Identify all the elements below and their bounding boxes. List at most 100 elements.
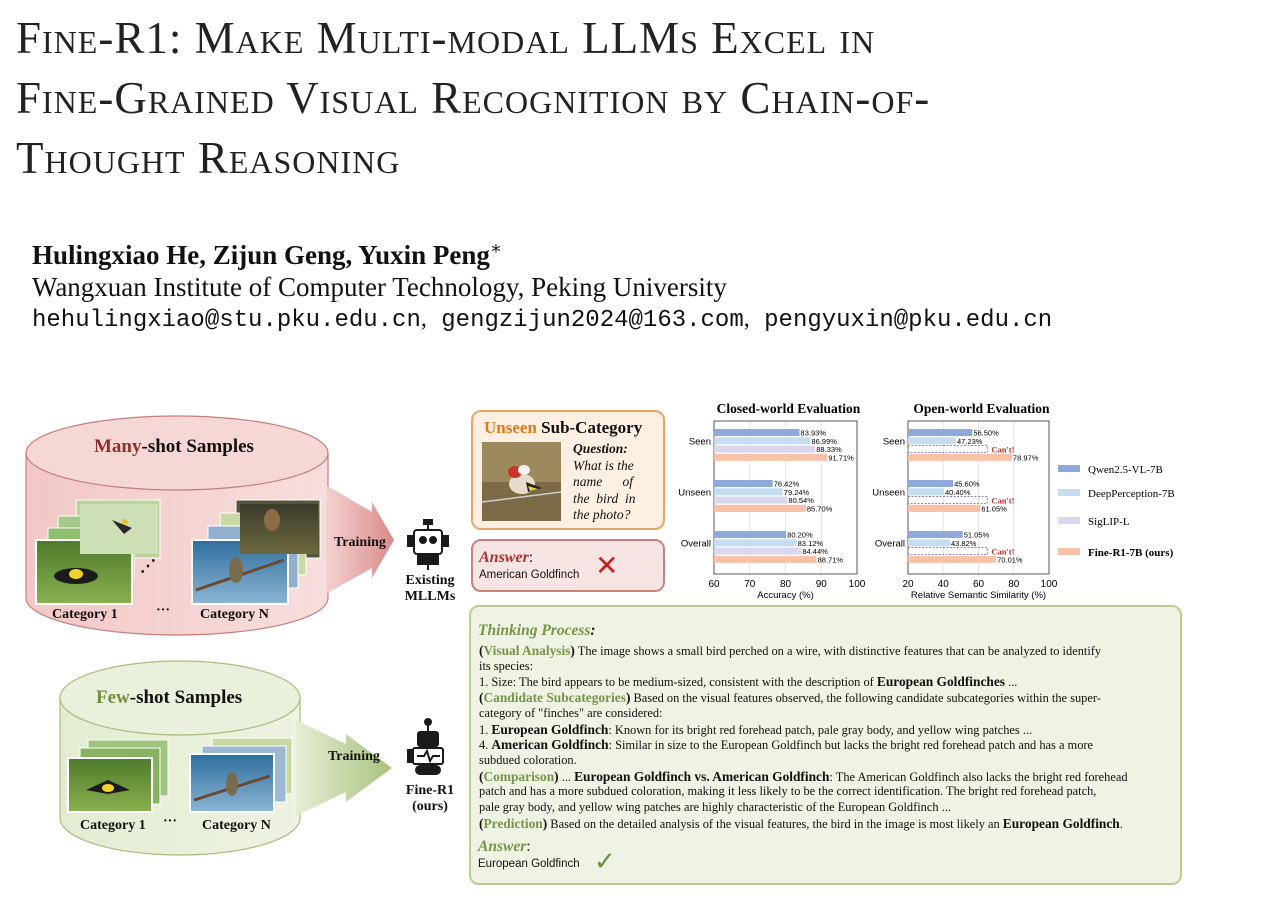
few-shot-category-n: Category N	[202, 818, 271, 833]
few-shot-category-1: Category 1	[80, 818, 146, 833]
few-shot-photo-stack-n	[189, 737, 293, 813]
bar	[714, 480, 773, 487]
na-label: Can't!	[991, 547, 1014, 557]
thinking-line: (Comparison) ... European Goldfinch vs. …	[479, 769, 1128, 786]
bar-value-label: 45.60%	[954, 480, 980, 489]
email-separator: ,	[420, 306, 427, 332]
bar	[908, 504, 981, 512]
email: hehulingxiao@stu.pku.edu.cn	[32, 307, 421, 334]
bar	[714, 531, 787, 538]
thinking-text: : Similar in size to the European Goldfi…	[608, 738, 1094, 753]
many-shot-category-dots: ···	[156, 603, 171, 618]
thinking-text: )	[625, 690, 631, 706]
x-tick-label: 20	[902, 579, 914, 590]
x-tick-label: 100	[1041, 579, 1058, 590]
thinking-text: : The American Goldfinch also lacks the …	[829, 769, 1128, 784]
thinking-step-heading: Candidate Subcategories	[483, 690, 626, 706]
thinking-process-box	[469, 605, 1182, 885]
title-line: Thought Reasoning	[16, 133, 401, 183]
thinking-text: 1. Size: The bird appears to be medium-s…	[479, 675, 877, 690]
legend-swatch	[1058, 517, 1080, 524]
thinking-step-heading: Visual Analysis	[483, 643, 571, 658]
thinking-step-heading: Comparison	[483, 768, 555, 784]
thinking-text: ...	[558, 769, 575, 784]
thinking-text: ...	[1005, 675, 1018, 690]
many-shot-title: Many-shot Samples	[94, 436, 254, 457]
author-list: Hulingxiao He, Zijun Geng, Yuxin Peng∗	[32, 238, 502, 271]
check-icon: ✓	[594, 846, 616, 876]
x-axis-label: Accuracy (%)	[757, 590, 813, 601]
email: gengzijun2024@163.com	[441, 307, 744, 334]
bar	[714, 445, 816, 453]
legend-swatch	[1058, 489, 1080, 496]
thinking-text: .	[1119, 816, 1123, 831]
few-shot-photo-stack-1	[67, 739, 169, 813]
corresponding-author-mark: ∗	[489, 238, 503, 258]
bar-value-label: 40.40%	[945, 488, 971, 497]
thinking-line: 4. American Goldfinch: Similar in size t…	[479, 737, 1093, 754]
email-separator: ,	[743, 306, 750, 332]
y-category-label: Seen	[883, 436, 905, 447]
chart-title: Open-world Evaluation	[913, 401, 1050, 416]
x-tick-label: 90	[816, 579, 828, 590]
bar	[714, 555, 817, 563]
thinking-step-heading: Prediction	[483, 815, 543, 831]
bar-value-label: 79.24%	[784, 488, 810, 497]
affiliation: Wangxuan Institute of Computer Technolog…	[32, 272, 727, 302]
thinking-line: category of "finches" are considered:	[479, 706, 663, 722]
thinking-text: (	[479, 768, 484, 784]
many-shot-category-1: Category 1	[52, 607, 118, 622]
thinking-text: European Goldfinches	[876, 674, 1006, 690]
thinking-text: (	[479, 815, 484, 831]
legend-label: Fine-R1-7B (ours)	[1088, 547, 1174, 559]
bar	[908, 437, 956, 445]
bar-value-label: 80.54%	[788, 496, 814, 505]
thinking-process-title: Thinking Process:	[478, 622, 596, 639]
bar	[714, 547, 802, 555]
na-bar	[907, 445, 988, 454]
thinking-text: : Known for its bright red forehead patc…	[608, 722, 1033, 737]
na-label: Can't!	[991, 496, 1014, 506]
thinking-answer-text: European Goldfinch	[478, 858, 580, 870]
bar-value-label: 76.42%	[774, 480, 800, 489]
robot-icon-finer1	[407, 718, 444, 775]
thinking-text: patch and has a more subdued coloration,…	[479, 784, 1097, 799]
thinking-text: Based on the visual features observed, t…	[630, 691, 1101, 706]
thinking-line: (Visual Analysis) The image shows a smal…	[479, 643, 1101, 660]
bar-value-label: 80.20%	[787, 531, 813, 540]
legend-label: DeepPerception-7B	[1088, 488, 1175, 500]
thinking-answer-label: Answer:	[478, 838, 531, 855]
y-category-label: Overall	[681, 538, 711, 549]
legend-label: Qwen2.5-VL-7B	[1088, 464, 1163, 476]
bar	[714, 496, 788, 504]
bar-value-label: 91.71%	[828, 453, 854, 462]
bar-value-label: 61.05%	[981, 504, 1007, 513]
bar-value-label: 78.97%	[1013, 453, 1039, 462]
question-text: Question: What is the name of the bird i…	[573, 441, 636, 522]
few-shot-category-dots: ···	[163, 814, 178, 829]
thinking-text: )	[554, 768, 559, 784]
title-line: Fine-R1: Make Multi-modal LLMs Excel in	[16, 13, 876, 63]
training-illustration: ⋰ ⋰	[25, 415, 449, 856]
bar-value-label: 88.33%	[816, 445, 842, 454]
y-category-label: Unseen	[678, 487, 711, 498]
chart-title: Closed-world Evaluation	[717, 401, 861, 416]
bar-value-label: 43.82%	[951, 539, 977, 548]
bar-value-label: 83.93%	[801, 429, 827, 438]
title-line: Fine-Grained Visual Recognition by Chain…	[16, 73, 931, 123]
bar	[908, 488, 944, 496]
x-tick-label: 70	[744, 579, 756, 590]
wrong-answer-box	[471, 539, 665, 592]
training-label-few: Training	[328, 749, 380, 764]
bar-value-label: 83.12%	[798, 539, 824, 548]
thinking-text: Based on the detailed analysis of the vi…	[547, 816, 1003, 831]
thinking-text: category of "finches" are considered:	[479, 705, 663, 720]
x-tick-label: 60	[973, 579, 985, 590]
thinking-text: subdued coloration.	[479, 752, 577, 767]
y-category-label: Seen	[689, 436, 711, 447]
legend-label: SigLIP-L	[1088, 516, 1130, 528]
bar	[714, 429, 800, 436]
bar	[714, 453, 828, 461]
bar-value-label: 85.70%	[807, 504, 833, 513]
thinking-line: subdued coloration.	[479, 753, 577, 769]
